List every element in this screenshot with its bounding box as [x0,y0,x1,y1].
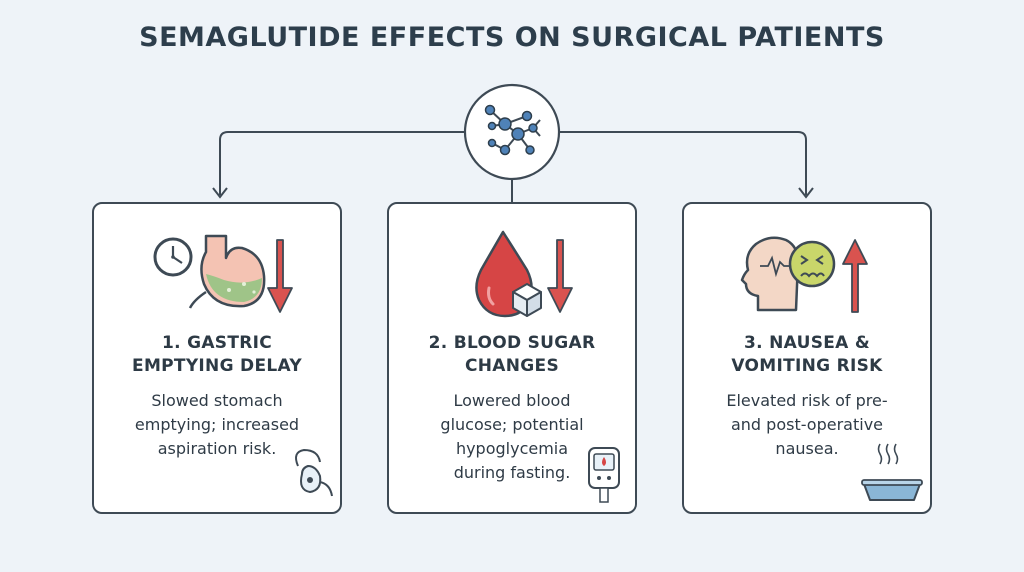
card-description: Slowed stomach emptying; increased aspir… [134,391,300,458]
clock-icon [153,237,193,277]
arrow-down-icon [547,239,573,313]
glucometer-icon [588,447,620,503]
sugar-cube-icon [512,283,542,317]
card-description: Lowered blood glucose; potential hypogly… [440,391,584,482]
stomach-icon [188,234,266,309]
arrow-down-icon [267,239,293,313]
oxygen-mask-icon [295,448,333,497]
head-profile-icon [740,236,800,312]
connector-right [559,131,807,195]
card-title: 2. BLOOD SUGAR CHANGES [428,333,596,376]
page-title: SEMAGLUTIDE EFFECTS ON SURGICAL PATIENTS [139,22,885,53]
nauseated-face-icon [788,240,836,288]
card-title: 3. NAUSEA & VOMITING RISK [731,333,883,376]
arrow-up-icon [842,239,868,313]
molecule-icon [463,83,561,181]
card-gastric-emptying: 1. GASTRIC EMPTYING DELAY Slowed stomach… [92,202,342,514]
connector-left [219,131,465,195]
card-nausea-vomiting: 3. NAUSEA & VOMITING RISK Elevated risk … [682,202,932,514]
basin-icon [861,443,923,501]
card-title: 1. GASTRIC EMPTYING DELAY [132,333,302,376]
card-description: Elevated risk of pre- and post-operative… [726,391,888,458]
card-blood-sugar: 2. BLOOD SUGAR CHANGES Lowered blood glu… [387,202,637,514]
